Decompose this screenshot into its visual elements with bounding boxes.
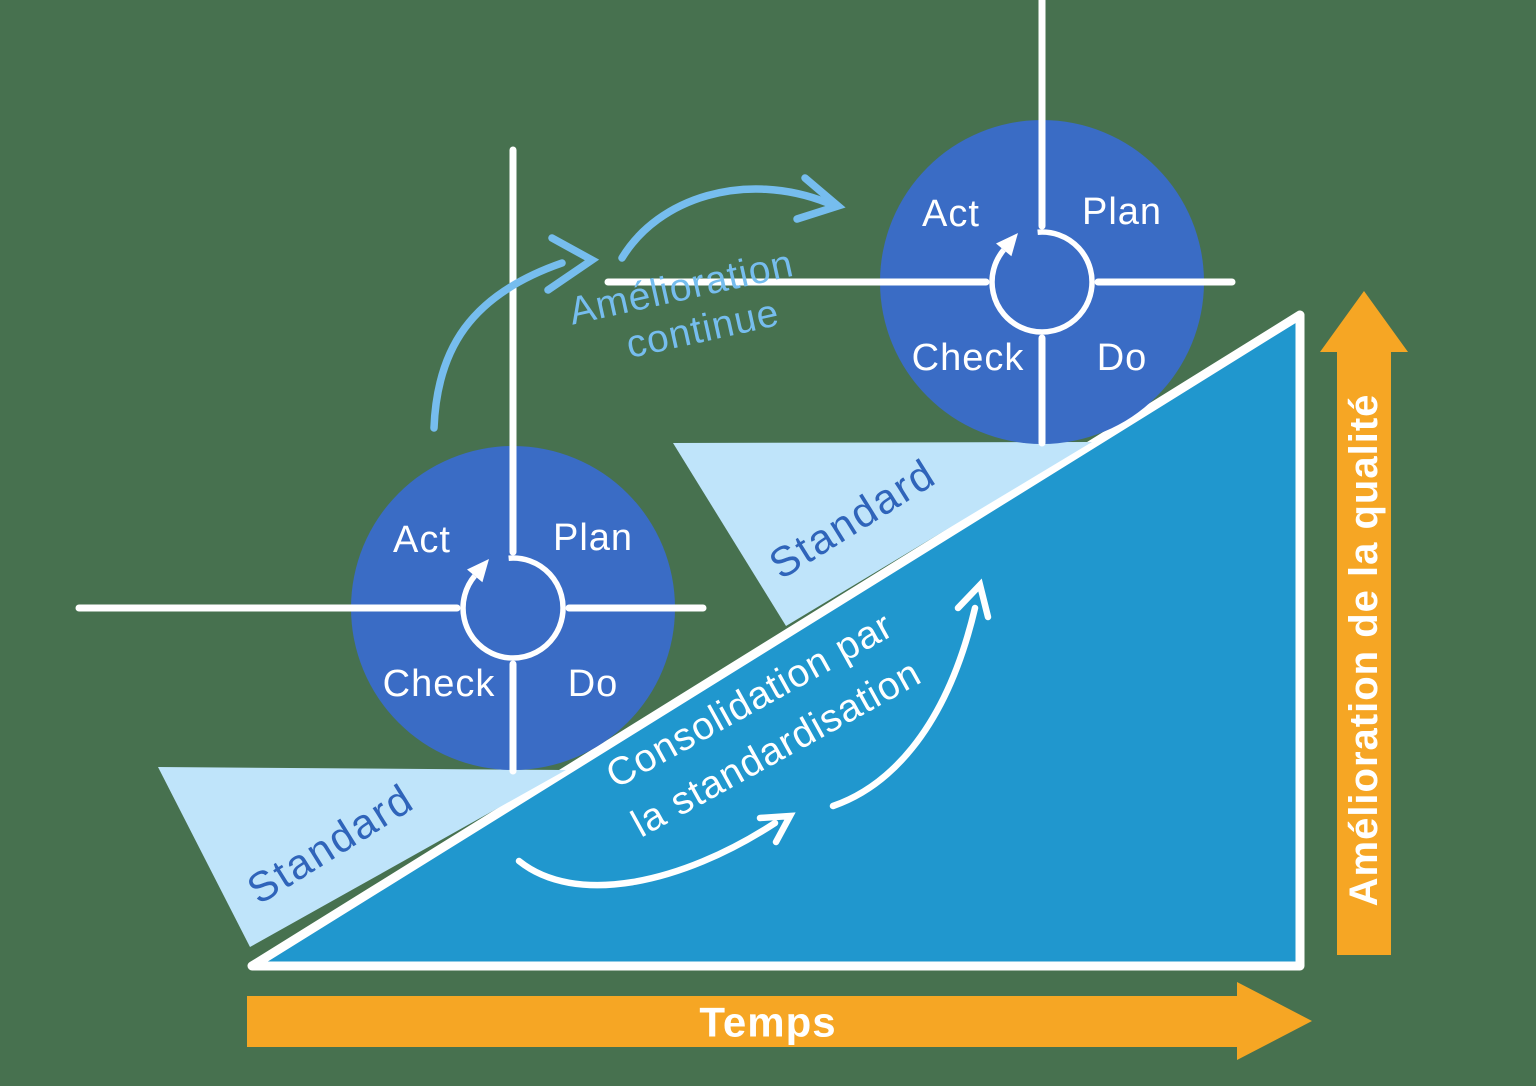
pdca-wheel-upper: Act Plan Check Do bbox=[604, 0, 1236, 447]
improvement-arc-right bbox=[618, 185, 832, 262]
time-axis-arrow-icon bbox=[247, 982, 1312, 1060]
rotation-arrowhead-icon bbox=[996, 233, 1018, 257]
rotation-ring bbox=[989, 229, 1095, 335]
quadrant-act: Act bbox=[922, 193, 980, 235]
rotation-ring bbox=[460, 555, 566, 661]
consolidation-arc-left bbox=[515, 819, 779, 889]
quadrant-plan: Plan bbox=[1082, 191, 1162, 233]
standard-wedge-upper bbox=[673, 442, 1092, 626]
rotation-arrowhead-icon bbox=[467, 559, 489, 583]
quality-axis-label: Amélioration de la qualité bbox=[1342, 394, 1386, 907]
continuous-improvement-arrows bbox=[430, 174, 846, 432]
wheel-circle bbox=[880, 120, 1204, 444]
standard-wedge-lower bbox=[158, 767, 566, 947]
slope-triangle bbox=[247, 310, 1305, 971]
wheel-circle bbox=[351, 446, 675, 770]
quality-axis-arrow-icon bbox=[1320, 291, 1408, 955]
quadrant-plan: Plan bbox=[553, 517, 633, 559]
quadrant-check: Check bbox=[383, 663, 496, 705]
consolidation-arc-right bbox=[829, 604, 979, 810]
improvement-arrowhead-left-icon bbox=[544, 234, 600, 294]
time-axis-label: Temps bbox=[699, 999, 836, 1046]
quality-axis: Amélioration de la qualité bbox=[1320, 291, 1408, 955]
quadrant-do: Do bbox=[568, 663, 619, 705]
consolidation-arrowhead-right-icon bbox=[954, 578, 992, 621]
consolidation-arrowhead-left-icon bbox=[756, 812, 796, 846]
quadrant-do: Do bbox=[1097, 337, 1148, 379]
pdca-wheel-lower: Act Plan Check Do bbox=[75, 146, 707, 775]
consolidation-arrows bbox=[515, 578, 992, 889]
improvement-arc-left bbox=[430, 259, 566, 432]
improvement-arrowhead-right-icon bbox=[793, 174, 846, 223]
time-axis: Temps bbox=[247, 982, 1312, 1060]
quadrant-act: Act bbox=[393, 519, 451, 561]
quadrant-check: Check bbox=[912, 337, 1025, 379]
